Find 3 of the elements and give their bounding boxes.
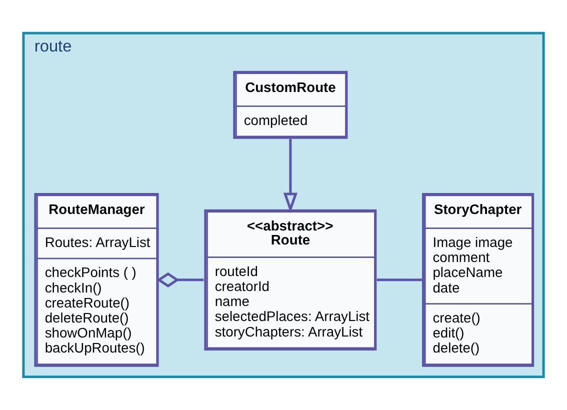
arrow — [283, 139, 298, 213]
connector — [156, 272, 204, 288]
connector — [376, 278, 422, 282]
